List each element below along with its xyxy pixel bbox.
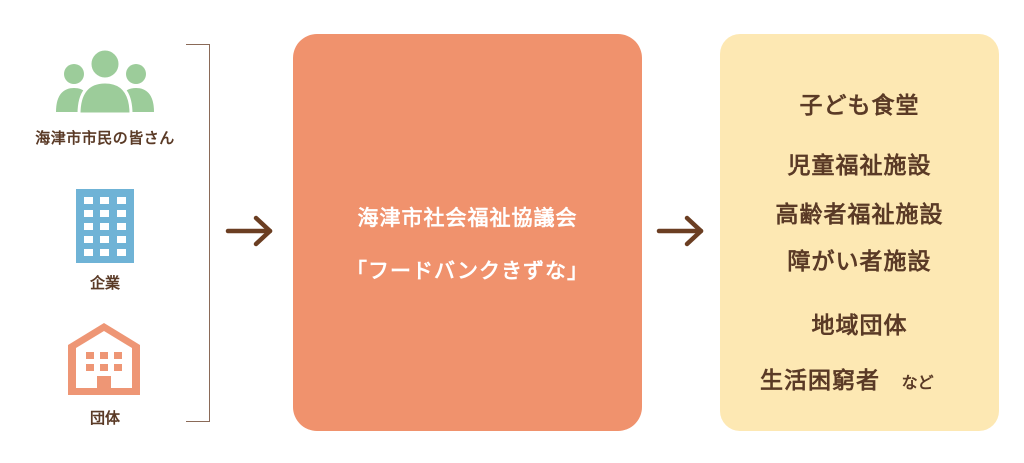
- recipient-suffix: など: [901, 373, 934, 392]
- donor-label-companies: 企業: [89, 274, 120, 292]
- donor-label-organizations: 団体: [89, 409, 120, 427]
- arrow-right-icon: [225, 215, 273, 247]
- recipient-item: 障がい者施設: [787, 249, 932, 275]
- office-building-icon: [76, 189, 134, 263]
- recipient-item-last: 生活困窮者 など: [760, 361, 934, 395]
- donor-bracket: [186, 44, 210, 422]
- recipient-item: 児童福祉施設: [787, 153, 932, 179]
- recipient-item: 地域団体: [811, 313, 908, 339]
- food-bank-name: 「フードバンクきずな」: [345, 259, 590, 283]
- house-building-icon: [68, 323, 140, 395]
- arrow-right-icon: [656, 215, 704, 247]
- food-bank-box: [293, 34, 642, 431]
- food-bank-org-name: 海津市社会福祉協議会: [357, 206, 578, 230]
- recipients-box: [720, 34, 999, 431]
- donor-label-citizens: 海津市市民の皆さん: [35, 129, 175, 147]
- recipient-item: 子ども食堂: [799, 93, 920, 119]
- recipient-item: 生活困窮者: [760, 368, 880, 394]
- people-icon: [56, 47, 154, 116]
- recipient-item: 高齢者福祉施設: [775, 202, 944, 228]
